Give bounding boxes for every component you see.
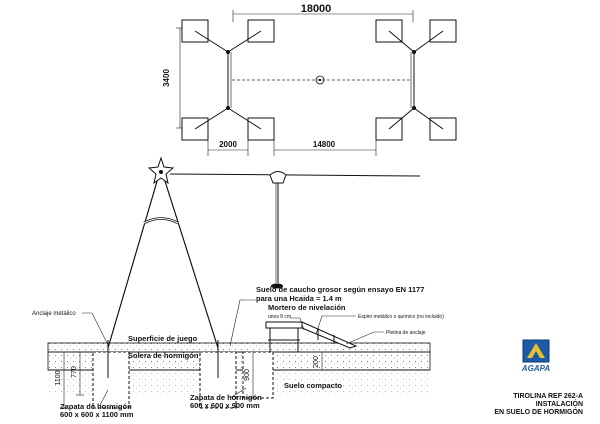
dim-depth: 3400 <box>162 69 171 87</box>
title-line-2: INSTALACIÓN <box>536 399 583 408</box>
seat <box>271 283 283 289</box>
trolley <box>269 171 287 184</box>
mortar-label: Mortero de nivelación <box>268 303 346 312</box>
mortar-sub: unos 8 cm <box>268 314 291 320</box>
play-surface-label: Superficie de juego <box>128 334 198 343</box>
footing-small-label-1: Zapata de hormigón <box>190 393 262 402</box>
resin-label: Espiro metálico o químico (no incluido) <box>358 314 444 320</box>
title-line-3: EN SUELO DE HORMIGÓN <box>494 407 583 416</box>
logo-text: AGAPA <box>521 364 551 373</box>
brand-logo: AGAPA <box>521 339 551 373</box>
play-surface-layer <box>47 342 431 353</box>
footing-small-label-2: 600 x 600 x 900 mm <box>190 401 260 410</box>
footing-big-label-2: 600 x 600 x 1100 mm <box>60 410 134 419</box>
dim-1100: 1100 <box>55 370 62 385</box>
landing-platform <box>265 321 358 352</box>
a-frame-elevation <box>107 156 219 349</box>
dim-cable-span: 14800 <box>313 140 336 149</box>
surface-label-2: para una Hcaida = 1.4 m <box>256 294 342 303</box>
dim-900: 900 <box>244 369 251 381</box>
plate-label: Pletina de anclaje <box>386 330 426 336</box>
title-block: TIROLINA REF 262-A INSTALACIÓN EN SUELO … <box>494 393 583 416</box>
anchor-label: Anclaje metálico <box>32 311 76 317</box>
right-frame-plan <box>388 30 444 130</box>
big-footing <box>92 351 130 409</box>
title-line-1: TIROLINA REF 262-A <box>513 393 583 400</box>
surface-label: Suelo de caucho grosor según ensayo EN 1… <box>256 285 424 294</box>
dim-frame: 2000 <box>219 140 237 149</box>
footing-big-label-1: Zapata de hormigón <box>60 402 132 411</box>
left-frame-plan <box>194 30 262 130</box>
dim-total-width: 18000 <box>301 3 332 15</box>
plan-view: 18000 3400 <box>162 3 457 156</box>
compact-soil-label: Suelo compacto <box>284 381 342 390</box>
trolley-plan <box>315 75 325 85</box>
concrete-slab-label: Solera de hormigón <box>128 351 199 360</box>
dim-770: 770 <box>71 366 78 378</box>
dim-200: 200 <box>313 356 320 368</box>
zip-cable <box>169 173 421 177</box>
elevation-view: 1100 770 900 200 Anclaje metálico Suelo … <box>32 156 444 419</box>
small-footing <box>242 351 274 399</box>
